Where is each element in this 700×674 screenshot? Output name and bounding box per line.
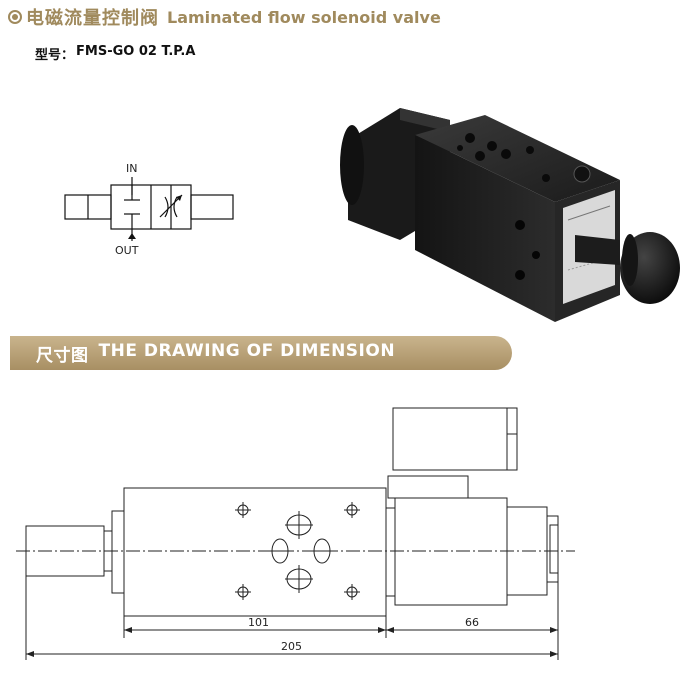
dimension-label-66: 66	[465, 616, 479, 629]
section-banner: 尺寸图 THE DRAWING OF DIMENSION	[10, 336, 512, 370]
coil-housing	[392, 407, 518, 471]
page-header: 电磁流量控制阀 Laminated flow solenoid valve	[8, 6, 441, 29]
model-value: FMS-GO 02 T.P.A	[76, 44, 196, 59]
dimension-drawing: 101 66 205	[16, 407, 575, 660]
mounting-holes	[235, 502, 360, 600]
product-photo	[340, 108, 680, 322]
main-body	[123, 487, 387, 617]
model-label: 型号：	[35, 48, 75, 63]
dimension-label-101: 101	[248, 616, 269, 629]
section-title-chinese: 尺寸图	[36, 345, 89, 366]
model-line: 型号： FMS-GO 02 T.P.A	[35, 44, 195, 63]
coil-base	[387, 475, 469, 499]
port-holes	[270, 511, 332, 593]
title-chinese: 电磁流量控制阀	[26, 8, 159, 29]
bullet-icon	[8, 10, 22, 24]
symbol-in-label: IN	[126, 162, 137, 175]
section-title-english: THE DRAWING OF DIMENSION	[98, 340, 396, 361]
title-english: Laminated flow solenoid valve	[167, 7, 441, 27]
dimension-label-205: 205	[281, 640, 302, 653]
hydraulic-symbol: IN OUT	[64, 162, 234, 257]
symbol-out-label: OUT	[115, 244, 139, 257]
